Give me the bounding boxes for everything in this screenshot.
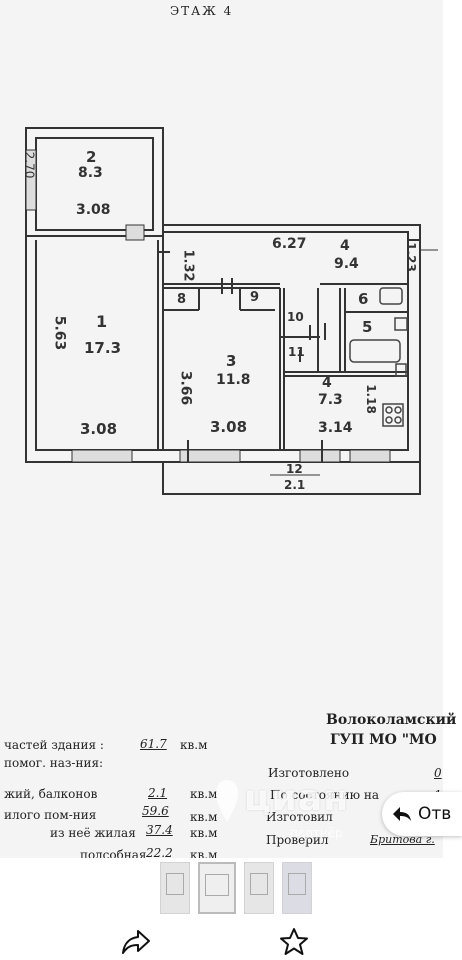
- share-icon: [122, 930, 150, 954]
- favorite-button[interactable]: [276, 924, 312, 960]
- prod-row-label: Изготовлено: [268, 766, 350, 780]
- room6-number: 6: [358, 290, 369, 308]
- reply-label: Отв: [418, 804, 452, 824]
- thumbnail[interactable]: [160, 862, 190, 914]
- kitchen-height: 1.18: [363, 384, 378, 414]
- room4-area: 9.4: [334, 256, 359, 272]
- prod-row-value: Бритова г.: [370, 833, 435, 846]
- area-row-unit: кв.м: [190, 810, 218, 824]
- room3-number: 3: [226, 352, 237, 370]
- room3-height: 3.66: [177, 370, 194, 406]
- room3-area: 11.8: [216, 372, 251, 388]
- share-button[interactable]: [118, 924, 154, 960]
- thumbnail-active[interactable]: [198, 862, 236, 914]
- room5-number: 5: [362, 318, 373, 336]
- kitchen-area: 7.3: [318, 392, 343, 408]
- kitchen-width: 3.14: [318, 420, 353, 436]
- balcony-number: 12: [286, 462, 303, 476]
- prod-row-label: Изготовил: [266, 810, 333, 824]
- room2-width: 3.08: [76, 202, 111, 218]
- room4-height: 1.23: [403, 242, 418, 272]
- hall-length: 6.27: [272, 236, 307, 252]
- area-row-label: из неё жилая: [50, 826, 136, 840]
- room1-width: 3.08: [80, 420, 118, 438]
- room9-number: 9: [250, 290, 260, 305]
- cian-logo-icon: [216, 780, 238, 822]
- room2-number: 2: [86, 148, 97, 166]
- area-row-unit: кв.м: [180, 738, 208, 752]
- watermark-subtext: партнёр: [290, 826, 343, 840]
- kitchen-number: 4: [322, 375, 332, 391]
- thumbnail[interactable]: [244, 862, 274, 914]
- area-row-value: 59.6: [142, 804, 169, 818]
- org-line2: ГУП МО "МО: [330, 732, 437, 748]
- room1-area: 17.3: [84, 339, 122, 357]
- floor-plan-document: ЭТАЖ 4: [4, 4, 456, 862]
- reply-arrow-icon: [393, 807, 411, 821]
- reply-button[interactable]: Отв: [382, 792, 462, 836]
- thumbnail-strip: [160, 862, 312, 914]
- area-row-value: 2.1: [148, 786, 168, 800]
- floor-plan-drawing: [25, 127, 438, 495]
- area-row-label: помог. наз-ния:: [4, 756, 104, 770]
- room1-number: 1: [96, 312, 108, 331]
- room8-number: 8: [177, 292, 187, 307]
- area-row-unit: кв.м: [190, 826, 218, 840]
- area-row-value: 61.7: [140, 737, 167, 751]
- room1-height: 5.63: [51, 315, 68, 351]
- prod-row-label: По состоянию на: [270, 788, 380, 802]
- prod-row-value: 0: [434, 766, 442, 780]
- room3-width: 3.08: [210, 418, 248, 436]
- room10-number: 10: [287, 310, 304, 324]
- area-row-label: частей здания :: [4, 738, 104, 752]
- prod-row-label: Проверил: [266, 833, 329, 847]
- watermark-text: циан: [244, 778, 350, 819]
- area-row-value: 37.4: [146, 823, 173, 837]
- photo-viewer[interactable]: ЭТАЖ 4: [0, 0, 462, 862]
- star-icon: [280, 928, 308, 955]
- area-row-label: илого пом-ния: [4, 808, 97, 822]
- area-row-label: жий, балконов: [4, 787, 98, 801]
- thumbnail[interactable]: [282, 862, 312, 914]
- balcony-area: 2.1: [284, 478, 306, 492]
- area-row-unit: кв.м: [190, 787, 218, 801]
- room2-area: 8.3: [78, 165, 103, 181]
- hall-width: 1.32: [180, 249, 196, 282]
- room4-number: 4: [340, 238, 350, 254]
- room2-height: 2.70: [22, 151, 37, 179]
- room11-number: 11: [288, 345, 305, 359]
- org-line1: Волоколамский: [326, 712, 457, 728]
- floor-title: ЭТАЖ 4: [170, 4, 234, 18]
- area-row-value: 22.2: [146, 846, 173, 860]
